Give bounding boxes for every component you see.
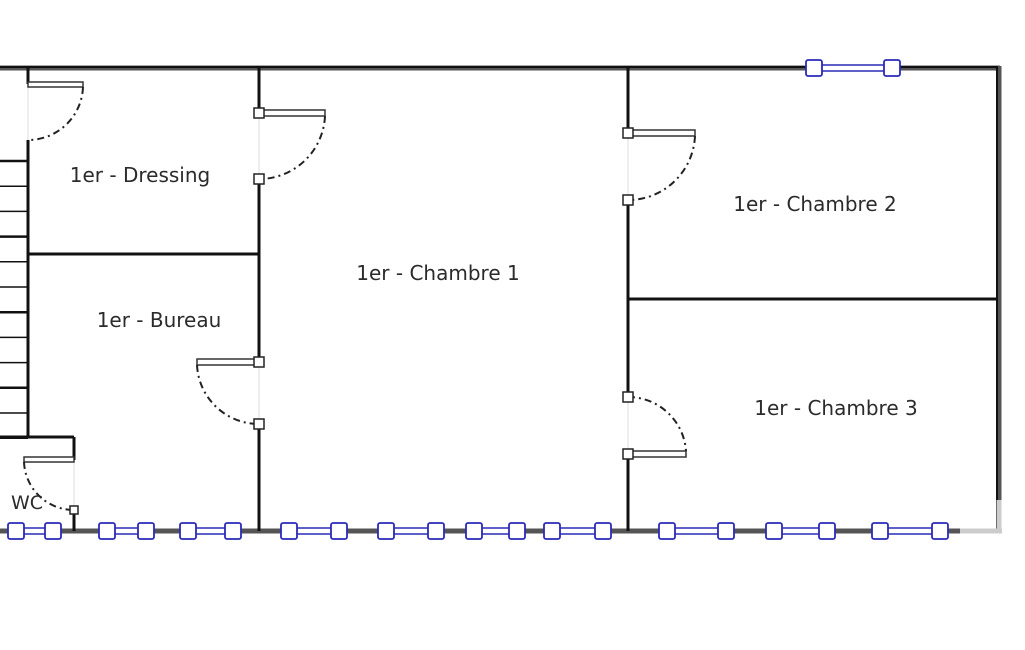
- room-label-chambre-2[interactable]: 1er - Chambre 2: [733, 192, 896, 216]
- door-swing-arc: [23, 461, 75, 512]
- window[interactable]: [543, 522, 612, 540]
- door-hinge: [622, 127, 634, 139]
- window-grip: [805, 59, 823, 77]
- window-grip: [465, 522, 483, 540]
- room-label-wc[interactable]: WC: [11, 492, 43, 514]
- door-leaf: [196, 358, 260, 366]
- door-dressing[interactable]: [27, 81, 84, 141]
- window[interactable]: [280, 522, 348, 540]
- door-hinge: [253, 356, 265, 368]
- door-hinge: [622, 391, 634, 403]
- window-grip: [137, 522, 155, 540]
- window[interactable]: [465, 522, 526, 540]
- door-chambre3[interactable]: [622, 391, 687, 460]
- window-grip: [883, 59, 901, 77]
- door-swing-arc: [196, 364, 260, 426]
- window-grip: [224, 522, 242, 540]
- window[interactable]: [871, 522, 949, 540]
- window-grip: [508, 522, 526, 540]
- window-grip: [818, 522, 836, 540]
- door-leaf: [27, 81, 84, 88]
- window-grip: [931, 522, 949, 540]
- door-hinge: [622, 448, 634, 460]
- room-label-bureau[interactable]: 1er - Bureau: [97, 308, 222, 332]
- window-grip: [280, 522, 298, 540]
- window[interactable]: [765, 522, 836, 540]
- window-grip: [377, 522, 395, 540]
- window-grip: [765, 522, 783, 540]
- window[interactable]: [658, 522, 735, 540]
- interior-walls: [0, 68, 998, 531]
- window-grip: [98, 522, 116, 540]
- windows: [7, 59, 949, 540]
- window-grip: [658, 522, 676, 540]
- door-swing-arc: [627, 395, 687, 452]
- window[interactable]: [377, 522, 445, 540]
- door-openings: [27, 84, 629, 510]
- room-label-chambre-1[interactable]: 1er - Chambre 1: [356, 261, 519, 285]
- door-swing-arc: [627, 135, 696, 202]
- room-label-chambre-3[interactable]: 1er - Chambre 3: [754, 396, 917, 420]
- window-grip: [330, 522, 348, 540]
- window-grip: [871, 522, 889, 540]
- room-labels: 1er - Dressing 1er - Bureau 1er - Chambr…: [11, 163, 918, 514]
- door-chambre1-dressing[interactable]: [253, 107, 326, 185]
- staircase: [0, 159, 28, 439]
- door-chambre2[interactable]: [622, 127, 696, 206]
- door-hinge: [253, 173, 265, 185]
- window-grip: [179, 522, 197, 540]
- door-swing-arc: [258, 115, 326, 181]
- room-label-dressing[interactable]: 1er - Dressing: [70, 163, 210, 187]
- window[interactable]: [179, 522, 242, 540]
- door-bureau[interactable]: [196, 356, 265, 430]
- door-leaf: [627, 129, 696, 137]
- window-grip: [543, 522, 561, 540]
- window-glass: [879, 527, 941, 535]
- door-leaf: [258, 109, 326, 117]
- window-grip: [717, 522, 735, 540]
- doors: [23, 81, 696, 515]
- door-leaf: [627, 450, 687, 458]
- window-grip: [44, 522, 62, 540]
- window-grip: [7, 522, 25, 540]
- window-grip: [427, 522, 445, 540]
- door-hinge: [253, 418, 265, 430]
- window-glass: [813, 64, 893, 72]
- window[interactable]: [98, 522, 155, 540]
- window-grip: [594, 522, 612, 540]
- door-hinge: [253, 107, 265, 119]
- window[interactable]: [7, 522, 62, 540]
- door-hinge: [69, 505, 79, 515]
- door-swing-arc: [27, 86, 84, 141]
- door-wc[interactable]: [23, 456, 79, 515]
- door-leaf: [23, 456, 75, 463]
- window[interactable]: [805, 59, 901, 77]
- door-hinge: [622, 194, 634, 206]
